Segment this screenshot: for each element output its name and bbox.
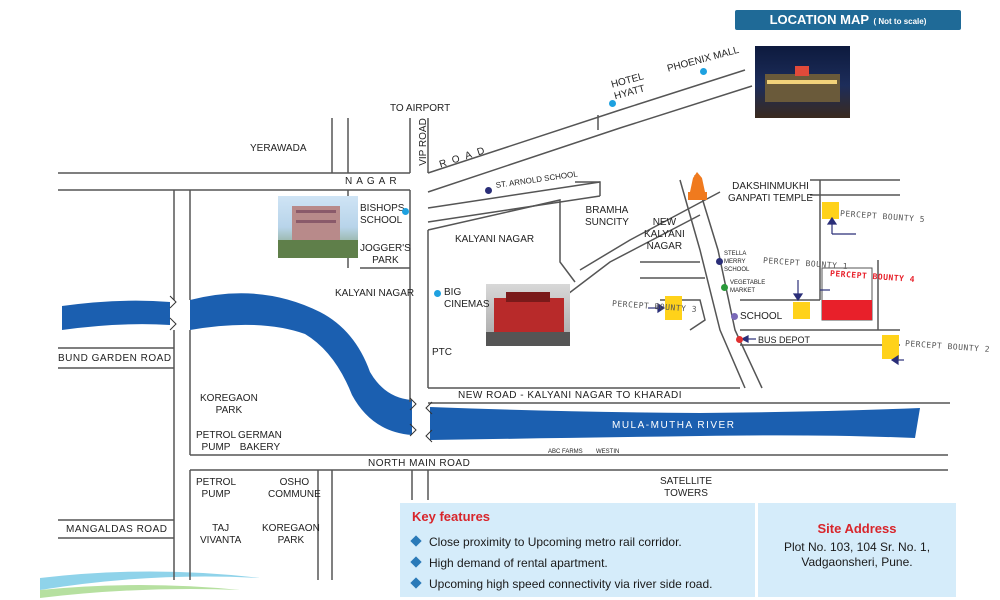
place-joggers-park: JOGGER'S PARK: [360, 243, 411, 266]
place-koregaon-park-1: KOREGAON PARK: [200, 393, 258, 416]
site-address-title: Site Address: [817, 521, 897, 536]
percept-bounty-5-marker: [822, 202, 839, 219]
place-westin: WESTIN: [596, 449, 620, 455]
place-kalyani-nagar-2: KALYANI NAGAR: [335, 288, 415, 299]
site-address-line: Vadgaonsheri, Pune.: [801, 555, 913, 569]
river-east: [430, 407, 920, 440]
key-feature-item: High demand of rental apartment.: [410, 556, 608, 570]
road-label-nagar: NAGAR: [345, 176, 401, 187]
site-address-panel: Site Address Plot No. 103, 104 Sr. No. 1…: [758, 503, 956, 597]
place-taj-vivanta: TAJ VIVANTA: [200, 523, 242, 546]
temple-icon: [688, 172, 707, 200]
river-label: MULA-MUTHA RIVER: [612, 420, 736, 431]
percept-bounty-3-marker: [665, 296, 682, 320]
place-abc-farms: ABC FARMS: [548, 449, 583, 455]
place-bus-depot: BUS DEPOT: [758, 335, 811, 345]
river-main: [190, 293, 412, 435]
place-german-bakery: GERMAN BAKERY: [238, 430, 282, 453]
arrow-icon: [648, 216, 904, 366]
river-west: [62, 300, 170, 330]
place-satellite-towers: SATELLITE TOWERS: [660, 476, 713, 499]
bishops-school-photo: [278, 196, 358, 258]
place-vegetable-market: VEGETABLE MARKET: [730, 280, 766, 294]
place-school: SCHOOL: [740, 311, 783, 322]
key-features-panel: Key features Close proximity to Upcoming…: [400, 503, 755, 597]
phoenix-mall-photo: [755, 46, 850, 118]
bullet-icon: [410, 556, 422, 568]
key-features-title: Key features: [412, 509, 491, 524]
decorative-swoosh: [40, 571, 260, 590]
bus-depot-dot: [736, 336, 743, 343]
place-petrol-pump-2: PETROL PUMP: [196, 477, 237, 500]
place-bishops-school: BISHOPS SCHOOL: [360, 203, 405, 226]
bishops-school-dot: [402, 208, 409, 215]
bullet-icon: [410, 535, 422, 547]
place-big-cinemas: BIG CINEMAS: [444, 287, 490, 310]
percept-bounty-4-block: [822, 300, 872, 320]
big-cinemas-photo: [486, 284, 570, 346]
key-feature-item: Upcoming high speed connectivity via riv…: [410, 577, 712, 591]
place-ptc: PTC: [432, 347, 452, 358]
percept-bounty-1-marker: [793, 302, 810, 319]
percept-bounty-2-marker: [882, 335, 899, 359]
place-bramha-suncity: BRAMHA SUNCITY: [585, 205, 629, 228]
place-petrol-pump-1: PETROL PUMP: [196, 430, 237, 453]
place-koregaon-park-2: KOREGAON PARK: [262, 523, 320, 546]
key-feature-item: Close proximity to Upcoming metro rail c…: [410, 535, 682, 549]
road-label-to-airport: TO AIRPORT: [390, 103, 451, 114]
place-kalyani-nagar-1: KALYANI NAGAR: [455, 234, 535, 245]
site-address-line: Plot No. 103, 104 Sr. No. 1,: [783, 540, 931, 554]
vegetable-market-dot: [721, 284, 728, 291]
big-cinemas-dot: [434, 290, 441, 297]
road-label-new-road: NEW ROAD - KALYANI NAGAR TO KHARADI: [458, 390, 683, 401]
place-osho-commune: OSHO COMMUNE: [268, 477, 321, 500]
road-label-mangaldas: MANGALDAS ROAD: [66, 524, 168, 535]
place-dakshinmukhi: DAKSHINMUKHI GANPATI TEMPLE: [728, 181, 814, 204]
road-label-vip-road: VIP ROAD: [417, 118, 429, 166]
decorative-swoosh-2: [40, 585, 240, 598]
road-label-bund-garden: BUND GARDEN ROAD: [58, 353, 172, 364]
map-title: LOCATION MAP: [769, 12, 870, 27]
map-subtitle: ( Not to scale): [873, 17, 927, 26]
place-new-kalyani-nagar: NEW KALYANI NAGAR: [644, 217, 685, 252]
school-dot: [731, 313, 738, 320]
phoenix-mall-dot: [700, 68, 707, 75]
map-title-banner: LOCATION MAP ( Not to scale): [735, 10, 961, 30]
bullet-icon: [410, 577, 422, 589]
hotel-hyatt-dot: [609, 100, 616, 107]
stella-merry-dot: [716, 258, 723, 265]
st-arnold-dot: [485, 187, 492, 194]
place-stella-merry: STELLA MERRY SCHOOL: [724, 251, 750, 273]
road-label-north-main: NORTH MAIN ROAD: [368, 458, 471, 469]
place-yerawada: YERAWADA: [250, 143, 307, 154]
